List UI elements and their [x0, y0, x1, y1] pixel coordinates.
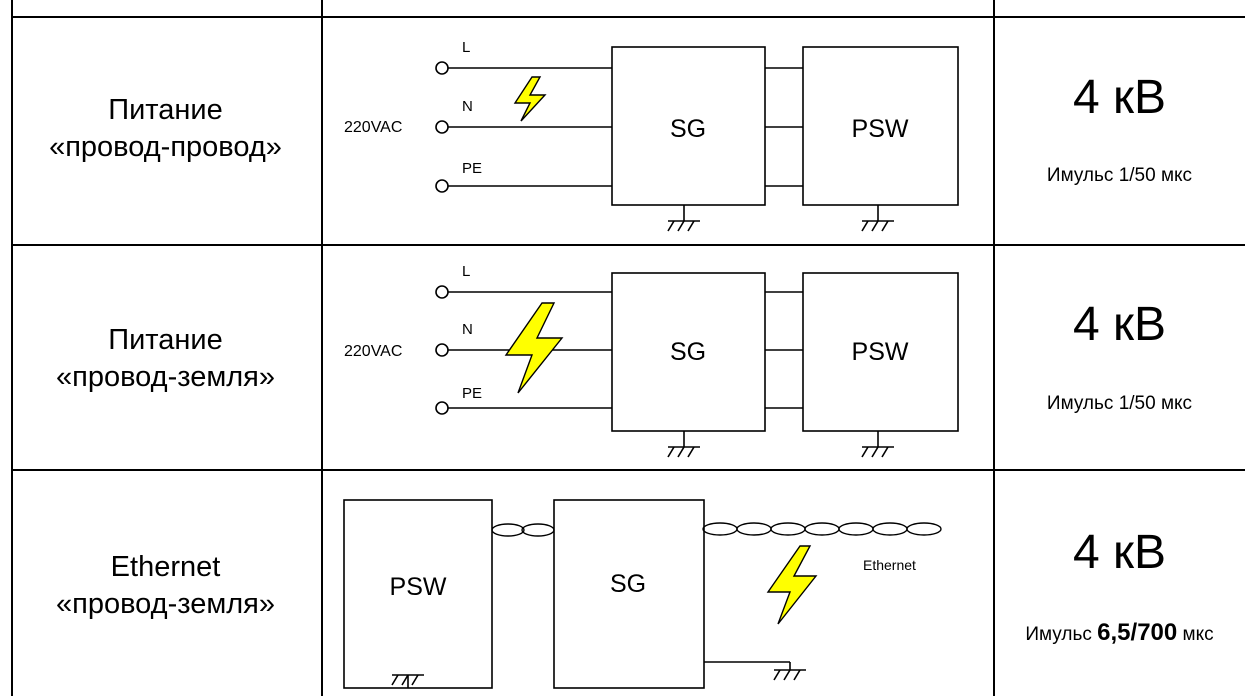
row-2-line-l: L: [462, 263, 470, 280]
row-3-box-psw: PSW: [390, 573, 447, 601]
lightning-bolt-icon: [504, 302, 564, 394]
row-1-source-label: 220VAC: [344, 119, 402, 136]
row-2-label: Питание «провод-земля»: [12, 322, 319, 396]
row-1-pulse: Имульс 1/50 мкс: [994, 165, 1245, 187]
row-3-pulse-prefix: Имульс: [1025, 624, 1092, 645]
row-3-voltage: 4 кВ: [1072, 526, 1167, 579]
row-3-pulse-unit: мкс: [1182, 624, 1214, 645]
row-2-pulse-prefix: Имульс: [1046, 393, 1114, 414]
row-2-voltage: 4 кВ: [1072, 298, 1167, 351]
row-1-pulse-unit: мкс: [1160, 165, 1193, 186]
row-2-diagram: L N PE 220VAC SG PSW: [344, 263, 959, 458]
terminal-circle-icon: [435, 285, 449, 415]
row-1-box-sg: SG: [670, 115, 706, 143]
row-2-label-line1: Питание: [108, 324, 223, 356]
twisted-pair-cable: [491, 522, 942, 537]
row-1-label: Питание «провод-провод»: [12, 92, 319, 166]
terminal-circle-icon: [435, 61, 449, 193]
row-3-pulse: Имульс 6,5/700 мкс: [994, 619, 1245, 647]
row-3-label: Ethernet «провод-земля»: [12, 549, 319, 623]
row-3-label-line2: «провод-земля»: [55, 587, 276, 620]
row-3-label-line1: Ethernet: [110, 551, 221, 583]
row-1-label-line2: «провод-провод»: [49, 130, 282, 163]
row-2-box-sg: SG: [670, 338, 706, 366]
row-3-cable-label: Ethernet: [863, 557, 916, 573]
row-1-box-psw: PSW: [852, 115, 909, 143]
row-1-line-pe: PE: [462, 160, 482, 177]
row-2-source-label: 220VAC: [344, 343, 402, 360]
row-1-line-n: N: [462, 98, 473, 115]
row-1-voltage: 4 кВ: [1072, 71, 1167, 124]
row-3-box-sg: SG: [610, 570, 646, 598]
row-1-diagram: L N PE 220VAC SG PSW: [344, 39, 959, 232]
ground-symbol-icon: [667, 431, 894, 458]
row-2-pulse-unit: мкс: [1160, 393, 1193, 414]
row-3-pulse-value: 6,5/700: [1097, 619, 1178, 646]
row-2-label-line2: «провод-земля»: [55, 360, 276, 393]
row-1-pulse-value: 1/50: [1118, 165, 1156, 186]
ground-symbol-icon: [391, 674, 424, 686]
lightning-bolt-icon: [513, 76, 547, 122]
ground-symbol-icon: [667, 205, 894, 232]
row-1-line-l: L: [462, 39, 470, 56]
row-2-line-n: N: [462, 321, 473, 338]
row-3-diagram: PSW SG Ethernet: [343, 499, 942, 689]
row-1-label-line1: Питание: [108, 94, 223, 126]
row-2-pulse-value: 1/50: [1118, 393, 1156, 414]
row-2-pulse: Имульс 1/50 мкс: [994, 393, 1245, 415]
row-1-pulse-prefix: Имульс: [1046, 165, 1114, 186]
lightning-bolt-icon: [766, 545, 818, 625]
row-2-line-pe: PE: [462, 385, 482, 402]
row-2-box-psw: PSW: [852, 338, 909, 366]
